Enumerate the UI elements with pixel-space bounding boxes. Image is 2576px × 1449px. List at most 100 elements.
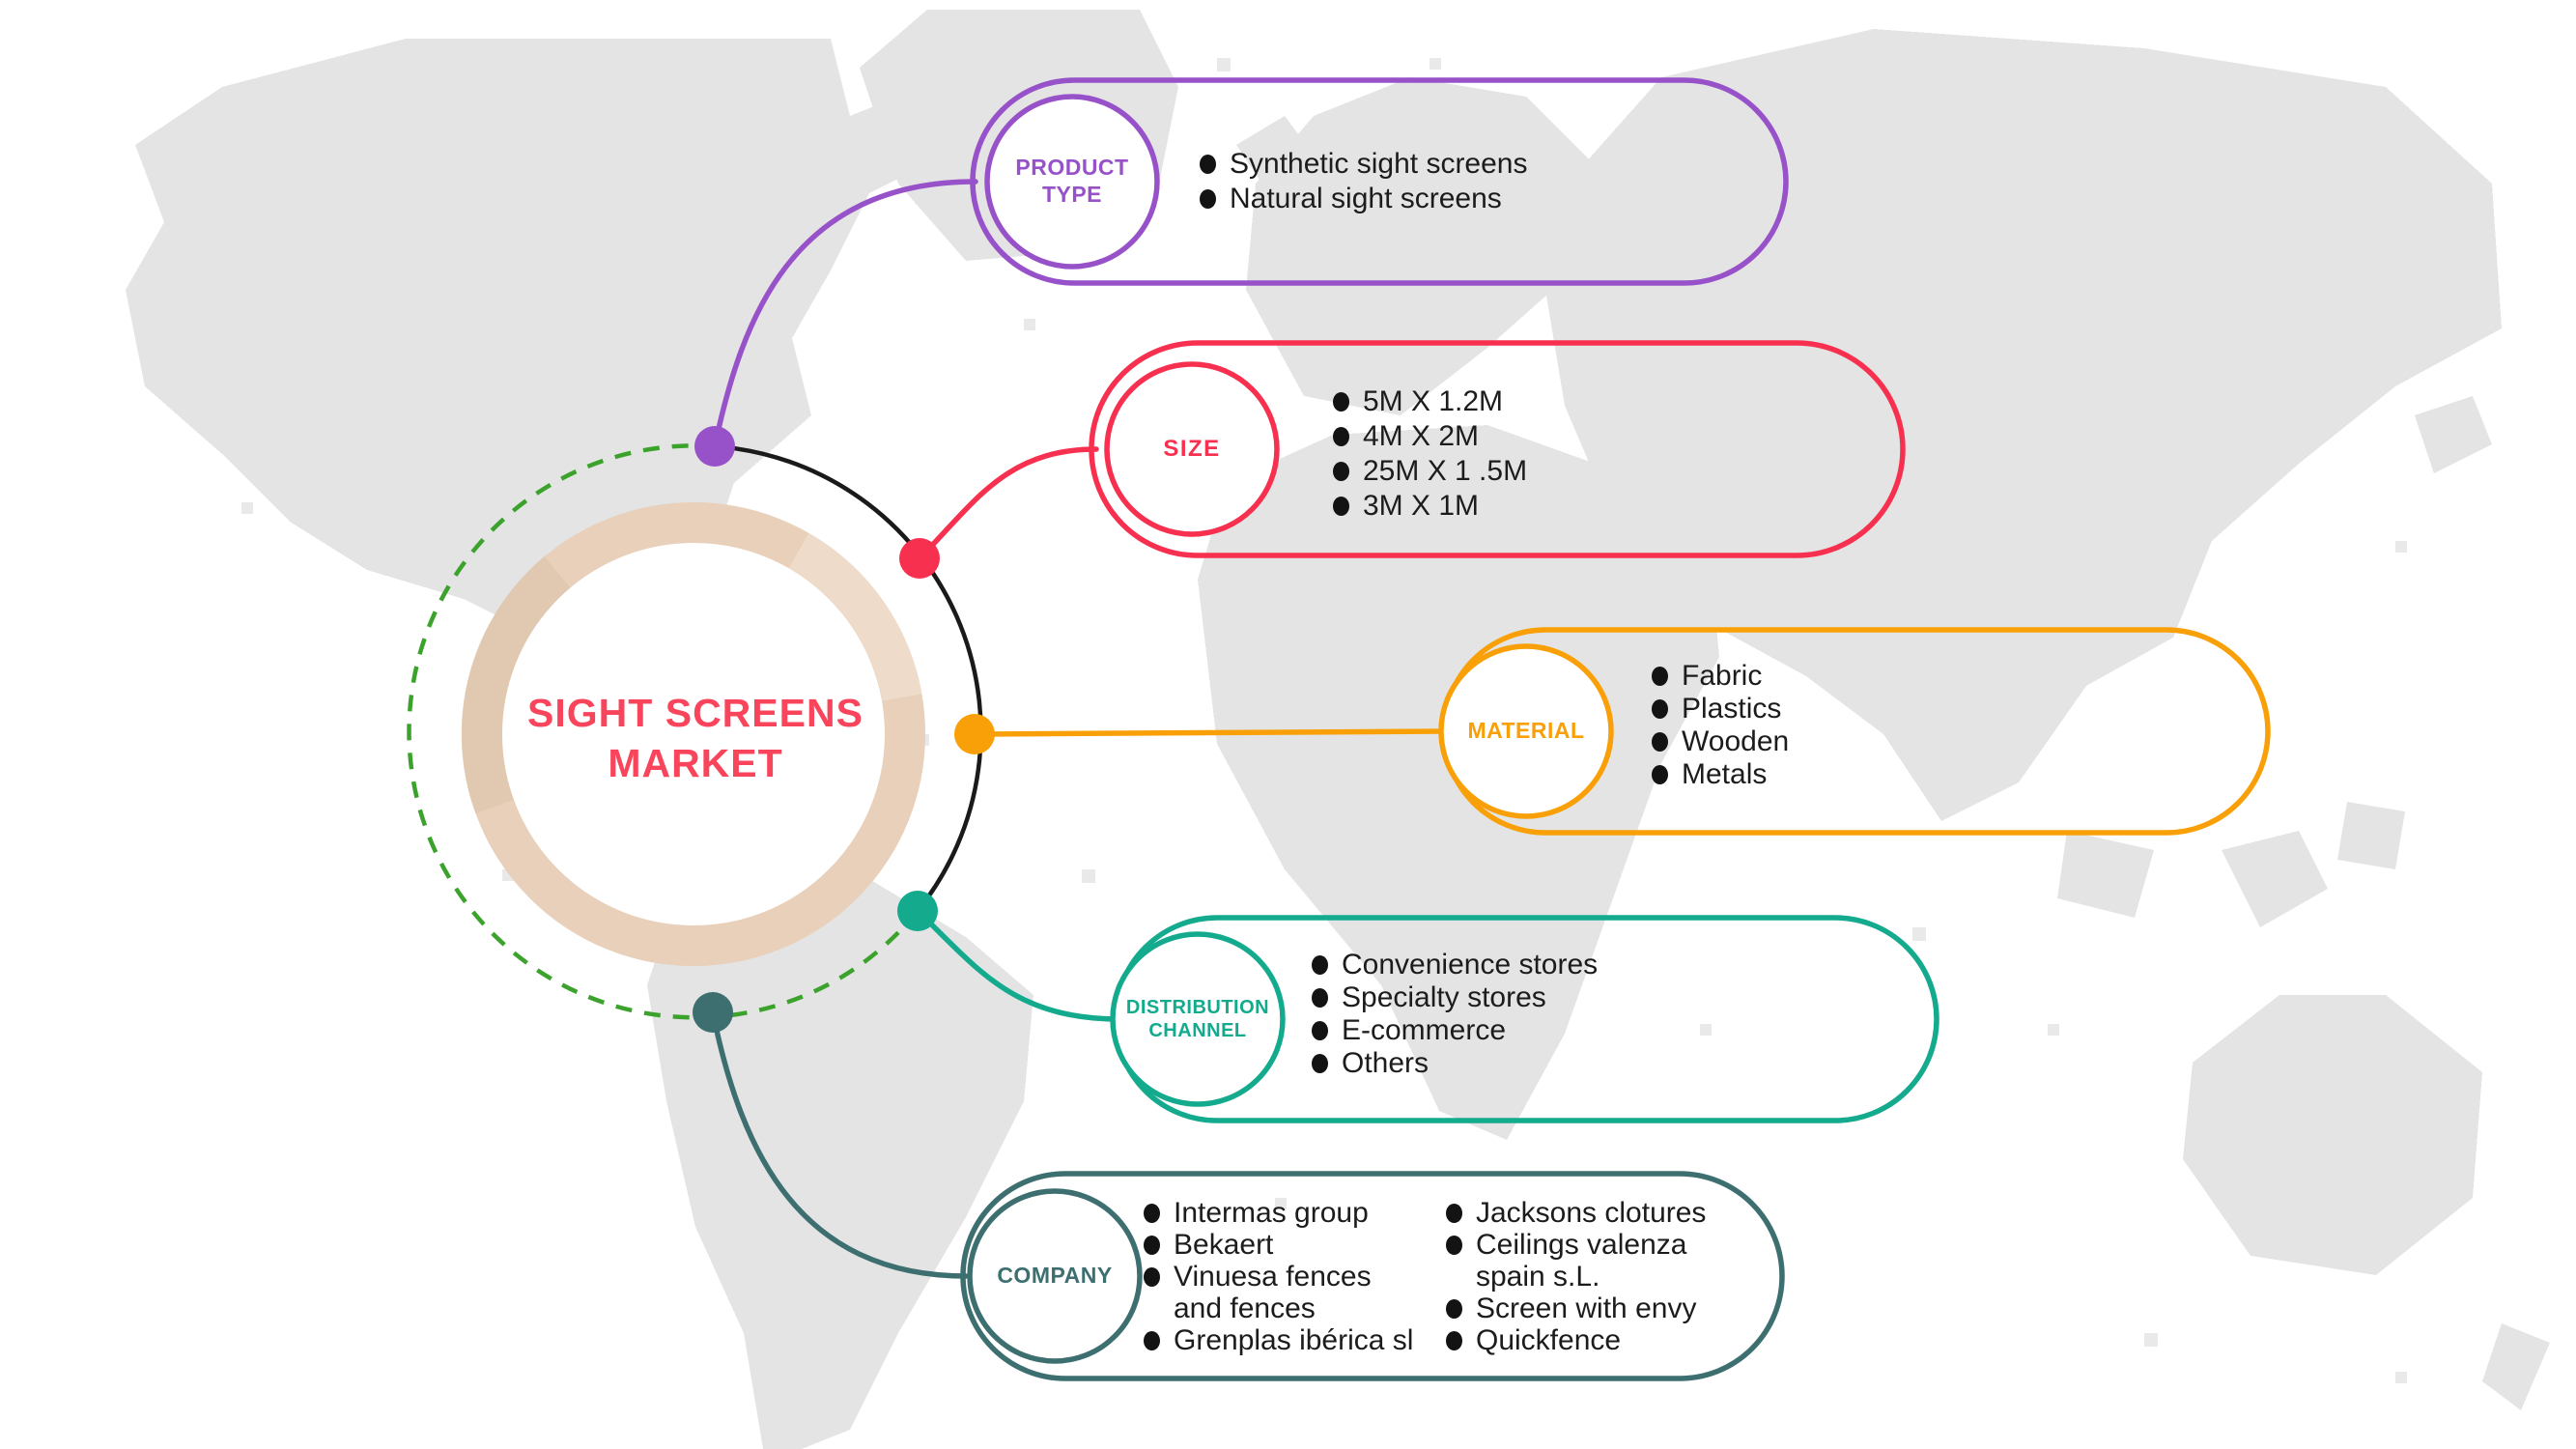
list-item-text: and fences — [1174, 1292, 1316, 1324]
hub-solid-arc — [714, 443, 983, 913]
bullet-icon — [1652, 732, 1668, 752]
circle-distribution — [1110, 931, 1286, 1107]
bullet-icon — [1200, 189, 1216, 209]
map-asia — [1545, 29, 2502, 821]
company-list-column-2: Jacksons clotures Ceilings valenza spain… — [1446, 1197, 1706, 1356]
connector-distribution — [915, 908, 1123, 1022]
bullet-icon — [1144, 1266, 1160, 1287]
size-list: 5M X 1.2M 4M X 2M 25M X 1 .5M 3M X 1M — [1333, 384, 1527, 524]
list-item: Vinuesa fences — [1144, 1261, 1413, 1293]
circle-company — [967, 1188, 1143, 1364]
bullet-icon — [1652, 699, 1668, 719]
hub-dashed-circle — [407, 443, 920, 1020]
label-material: MATERIAL — [1467, 718, 1585, 744]
distribution-channel-list: Convenience stores Specialty stores E-co… — [1312, 949, 1598, 1080]
hub-ring-highlight — [788, 532, 922, 702]
label-product-type: PRODUCT TYPE — [1015, 155, 1129, 207]
list-item: 5M X 1.2M — [1333, 384, 1527, 419]
list-item-continuation: and fences — [1144, 1293, 1413, 1324]
list-item-text: E-commerce — [1342, 1014, 1507, 1046]
map-island-3 — [2337, 802, 2405, 869]
list-item: Others — [1312, 1047, 1598, 1080]
connector-size — [917, 446, 1099, 561]
list-item-text: Ceilings valenza — [1476, 1228, 1687, 1261]
bullet-icon — [1312, 988, 1328, 1008]
list-item-text: Quickfence — [1476, 1323, 1622, 1356]
map-uk — [1236, 116, 1314, 203]
circle-product-type — [984, 94, 1160, 270]
bullet-icon — [1144, 1235, 1160, 1255]
list-item-text: Others — [1342, 1047, 1430, 1079]
list-item: Synthetic sight screens — [1200, 147, 1527, 182]
list-item-text: Jacksons clotures — [1476, 1196, 1707, 1229]
list-item-text: 3M X 1M — [1363, 490, 1480, 522]
company-list-column-1: Intermas group Bekaert Vinuesa fences an… — [1144, 1197, 1413, 1356]
map-australia — [2183, 995, 2482, 1275]
list-item: Plastics — [1652, 693, 1789, 725]
list-item: Intermas group — [1144, 1197, 1413, 1229]
central-title-line2: MARKET — [608, 741, 783, 785]
bullet-icon — [1200, 155, 1216, 174]
bullet-icon — [1144, 1330, 1160, 1350]
list-item-text: Natural sight screens — [1230, 183, 1502, 214]
connector-product-type — [712, 179, 978, 449]
node-distribution — [897, 891, 938, 931]
list-item: Grenplas ibérica sl — [1144, 1324, 1413, 1356]
hub-ring — [462, 502, 925, 966]
list-item: Metals — [1652, 758, 1789, 791]
bullet-icon — [1312, 955, 1328, 975]
circle-size — [1104, 361, 1280, 537]
bullet-icon — [1333, 427, 1349, 446]
pill-company — [960, 1171, 1785, 1381]
list-item-text: spain s.L. — [1476, 1260, 1600, 1293]
list-item: E-commerce — [1312, 1014, 1598, 1047]
list-item-text: 4M X 2M — [1363, 420, 1480, 452]
bullet-icon — [1446, 1235, 1462, 1255]
bullet-icon — [1652, 667, 1668, 686]
bullet-icon — [1446, 1203, 1462, 1223]
list-item: Bekaert — [1144, 1229, 1413, 1261]
list-item-text: Synthetic sight screens — [1230, 148, 1528, 180]
bullet-icon — [1333, 392, 1349, 412]
node-product-type — [694, 426, 735, 467]
list-item-text: 25M X 1 .5M — [1363, 455, 1528, 487]
list-item: Quickfence — [1446, 1324, 1706, 1356]
list-item-continuation: spain s.L. — [1446, 1261, 1706, 1293]
central-title: SIGHT SCREENS MARKET — [406, 688, 985, 788]
node-size — [899, 538, 940, 579]
label-size: SIZE — [1163, 435, 1221, 462]
list-item: Wooden — [1652, 725, 1789, 758]
list-item-text: Plastics — [1682, 693, 1782, 724]
list-item-text: Intermas group — [1174, 1196, 1369, 1229]
bullet-icon — [1446, 1298, 1462, 1319]
material-list: Fabric Plastics Wooden Metals — [1652, 660, 1789, 791]
list-item-text: Grenplas ibérica sl — [1174, 1323, 1414, 1356]
list-item-text: Bekaert — [1174, 1228, 1274, 1261]
node-material — [954, 714, 995, 754]
circle-material — [1438, 643, 1614, 819]
pill-size — [1089, 340, 1906, 558]
list-item-text: Convenience stores — [1342, 949, 1599, 980]
connector-company — [710, 1009, 969, 1279]
list-item: 3M X 1M — [1333, 489, 1527, 524]
connector-material — [972, 728, 1450, 737]
central-title-line1: SIGHT SCREENS — [527, 691, 863, 735]
bullet-icon — [1312, 1054, 1328, 1073]
node-company — [693, 992, 733, 1033]
list-item: Fabric — [1652, 660, 1789, 693]
bullet-icon — [1446, 1330, 1462, 1350]
list-item: Natural sight screens — [1200, 182, 1527, 216]
list-item: Jacksons clotures — [1446, 1197, 1706, 1229]
map-island-1 — [2057, 831, 2154, 918]
bullet-icon — [1333, 462, 1349, 481]
label-distribution-channel: DISTRIBUTION CHANNEL — [1125, 997, 1270, 1041]
list-item: Specialty stores — [1312, 981, 1598, 1014]
bullet-icon — [1652, 765, 1668, 784]
list-item-text: 5M X 1.2M — [1363, 385, 1504, 417]
list-item: 25M X 1 .5M — [1333, 454, 1527, 489]
bullet-icon — [1333, 497, 1349, 516]
bullet-icon — [1312, 1021, 1328, 1040]
list-item: 4M X 2M — [1333, 419, 1527, 454]
